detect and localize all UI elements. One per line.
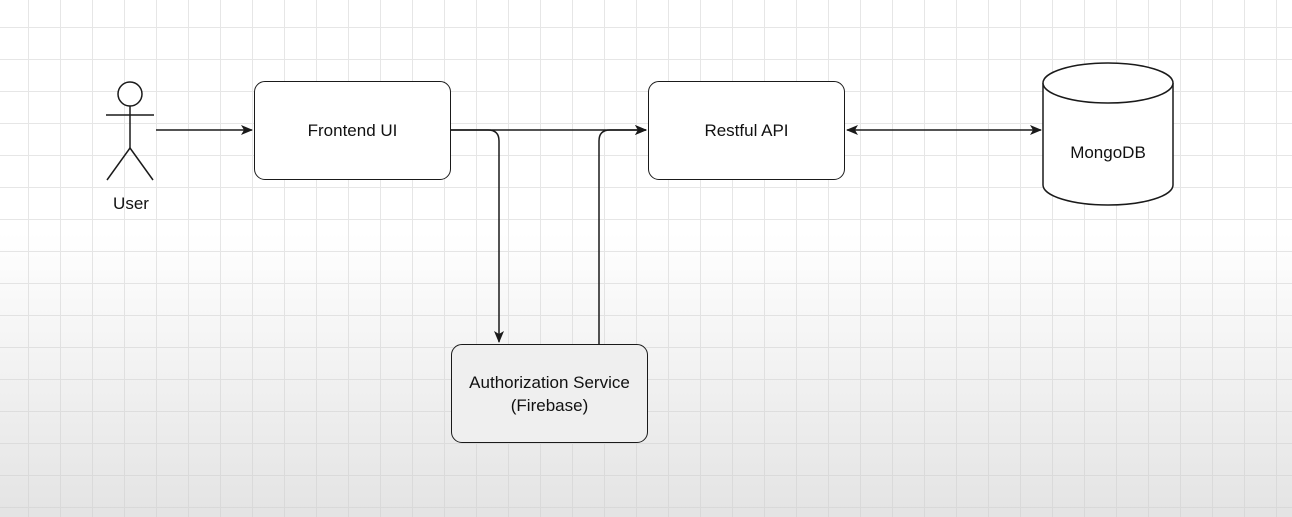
edge-auth-to-api [598, 125, 647, 344]
cylinder-top [1042, 62, 1174, 104]
actor-right-leg [129, 147, 154, 181]
restful-api-node: Restful API [648, 81, 845, 180]
frontend-ui-label: Frontend UI [307, 121, 398, 140]
user-actor-icon [106, 81, 154, 181]
mongodb-label: MongoDB [1070, 143, 1146, 162]
edge-frontend-to-auth [451, 129, 504, 343]
restful-api-label: Restful API [704, 121, 789, 140]
actor-left-leg [106, 147, 131, 181]
user-label: User [113, 194, 149, 213]
authorization-service-label: Authorization Service [469, 372, 630, 392]
authorization-service-node: Authorization Service (Firebase) [451, 344, 648, 443]
cylinder-body [1042, 83, 1174, 206]
authorization-service-sublabel: (Firebase) [510, 395, 589, 415]
frontend-ui-node: Frontend UI [254, 81, 451, 180]
mongodb-cylinder-icon [1042, 62, 1174, 206]
actor-head [117, 81, 143, 107]
